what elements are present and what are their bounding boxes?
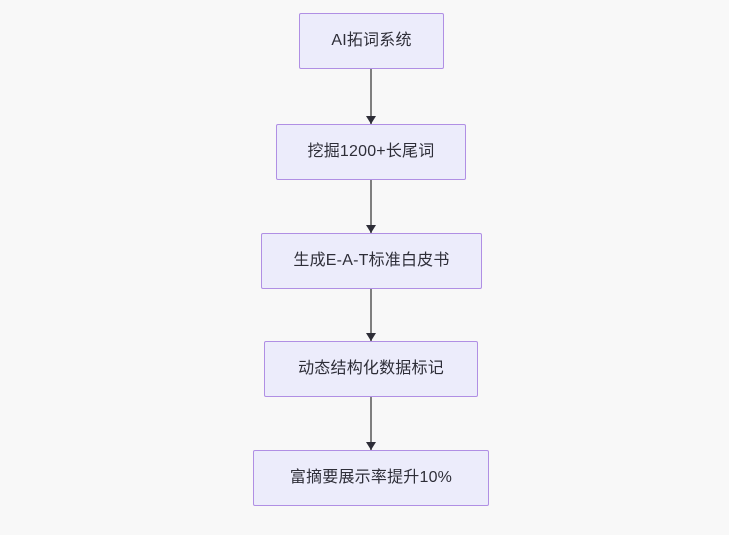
flowchart-node[interactable]: AI拓词系统 bbox=[299, 13, 444, 69]
arrowhead-icon bbox=[366, 225, 376, 233]
connector-line bbox=[369, 397, 373, 450]
flowchart-node-label: 生成E-A-T标准白皮书 bbox=[293, 252, 450, 269]
flowchart-node-label: AI拓词系统 bbox=[331, 32, 412, 49]
flowchart-node[interactable]: 生成E-A-T标准白皮书 bbox=[261, 233, 482, 289]
flowchart-node[interactable]: 富摘要展示率提升10% bbox=[253, 450, 489, 506]
flowchart-node-label: 挖掘1200+长尾词 bbox=[307, 143, 435, 160]
connector-line bbox=[369, 289, 373, 341]
arrowhead-icon bbox=[366, 442, 376, 450]
connector-line bbox=[369, 69, 373, 124]
arrowhead-icon bbox=[366, 116, 376, 124]
flowchart-node[interactable]: 挖掘1200+长尾词 bbox=[276, 124, 466, 180]
connector-line bbox=[369, 180, 373, 233]
flowchart-node-label: 富摘要展示率提升10% bbox=[289, 469, 453, 486]
flowchart-node-label: 动态结构化数据标记 bbox=[298, 360, 444, 377]
arrowhead-icon bbox=[366, 333, 376, 341]
flowchart-node[interactable]: 动态结构化数据标记 bbox=[264, 341, 478, 397]
